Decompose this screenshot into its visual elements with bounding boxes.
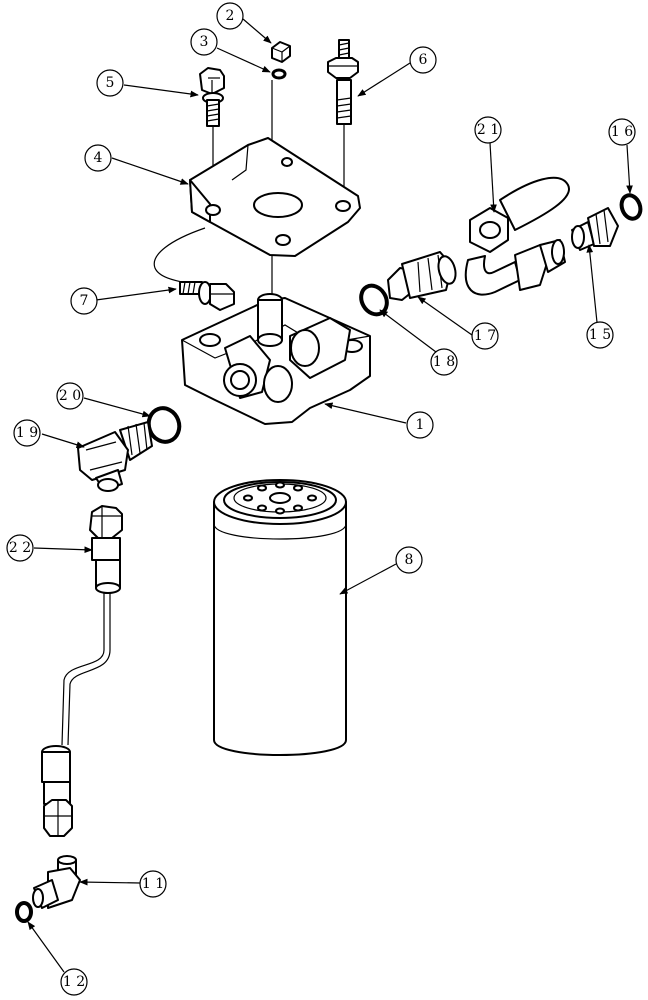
callout-4: 4 <box>84 144 112 172</box>
stud-part <box>327 39 359 200</box>
tube-assembly-part <box>464 176 571 296</box>
callout-label: 2 0 <box>59 388 81 404</box>
callout-8: 8 <box>395 546 423 574</box>
o-ring-12-part <box>15 901 33 923</box>
callout-label: 2 <box>226 8 235 24</box>
callout-3: 3 <box>190 28 218 56</box>
callout-19: 1 9 <box>13 419 41 447</box>
callout-16: 1 6 <box>608 118 636 146</box>
mounting-bolt-part <box>179 281 235 311</box>
elbow-fitting-19-part <box>77 421 153 492</box>
mounting-plate-part <box>189 137 361 257</box>
o-ring-16-part <box>619 193 643 221</box>
callout-label: 1 <box>416 417 425 433</box>
callout-15: 1 5 <box>586 321 614 349</box>
callout-17: 1 7 <box>471 322 499 350</box>
callout-18: 1 8 <box>430 348 458 376</box>
callout-7-left: 7 <box>70 287 98 315</box>
callout-label: 3 <box>200 34 209 50</box>
callout-6: 6 <box>409 46 437 74</box>
callout-2-top: 2 <box>216 2 244 30</box>
callout-20: 2 0 <box>56 382 84 410</box>
callout-label: 6 <box>419 52 428 68</box>
callout-5: 5 <box>96 69 124 97</box>
cap-plug-part <box>271 41 291 63</box>
callout-label: 1 5 <box>589 327 611 343</box>
callout-label: 1 7 <box>474 328 496 344</box>
washer-part <box>271 68 287 80</box>
callout-12: 1 2 <box>60 968 88 996</box>
callout-label: 1 9 <box>16 425 38 441</box>
callout-22: 2 2 <box>6 534 34 562</box>
callout-11: 1 1 <box>139 870 167 898</box>
callout-21: 2 1 <box>474 116 502 144</box>
elbow-11-part <box>32 855 81 909</box>
callout-label: 4 <box>94 150 103 166</box>
callout-1-base: 1 <box>406 411 434 439</box>
callout-label: 1 6 <box>611 124 633 140</box>
callout-label: 8 <box>405 552 414 568</box>
callout-label: 1 1 <box>142 876 164 892</box>
callout-label: 5 <box>106 75 115 91</box>
fitting-17-part <box>387 251 457 301</box>
hex-bolt-part <box>199 67 225 210</box>
callout-label: 1 2 <box>63 974 85 990</box>
fitting-15-part <box>571 207 619 251</box>
callout-label: 7 <box>80 293 89 309</box>
hose-assembly-part <box>41 505 123 837</box>
filter-base-part <box>181 293 371 425</box>
filter-canister-part <box>213 479 347 756</box>
callout-label: 2 2 <box>9 540 31 556</box>
callout-label: 2 1 <box>477 122 499 138</box>
callout-label: 1 8 <box>433 354 455 370</box>
leader-lines <box>27 18 633 973</box>
o-ring-18-part <box>359 283 389 317</box>
